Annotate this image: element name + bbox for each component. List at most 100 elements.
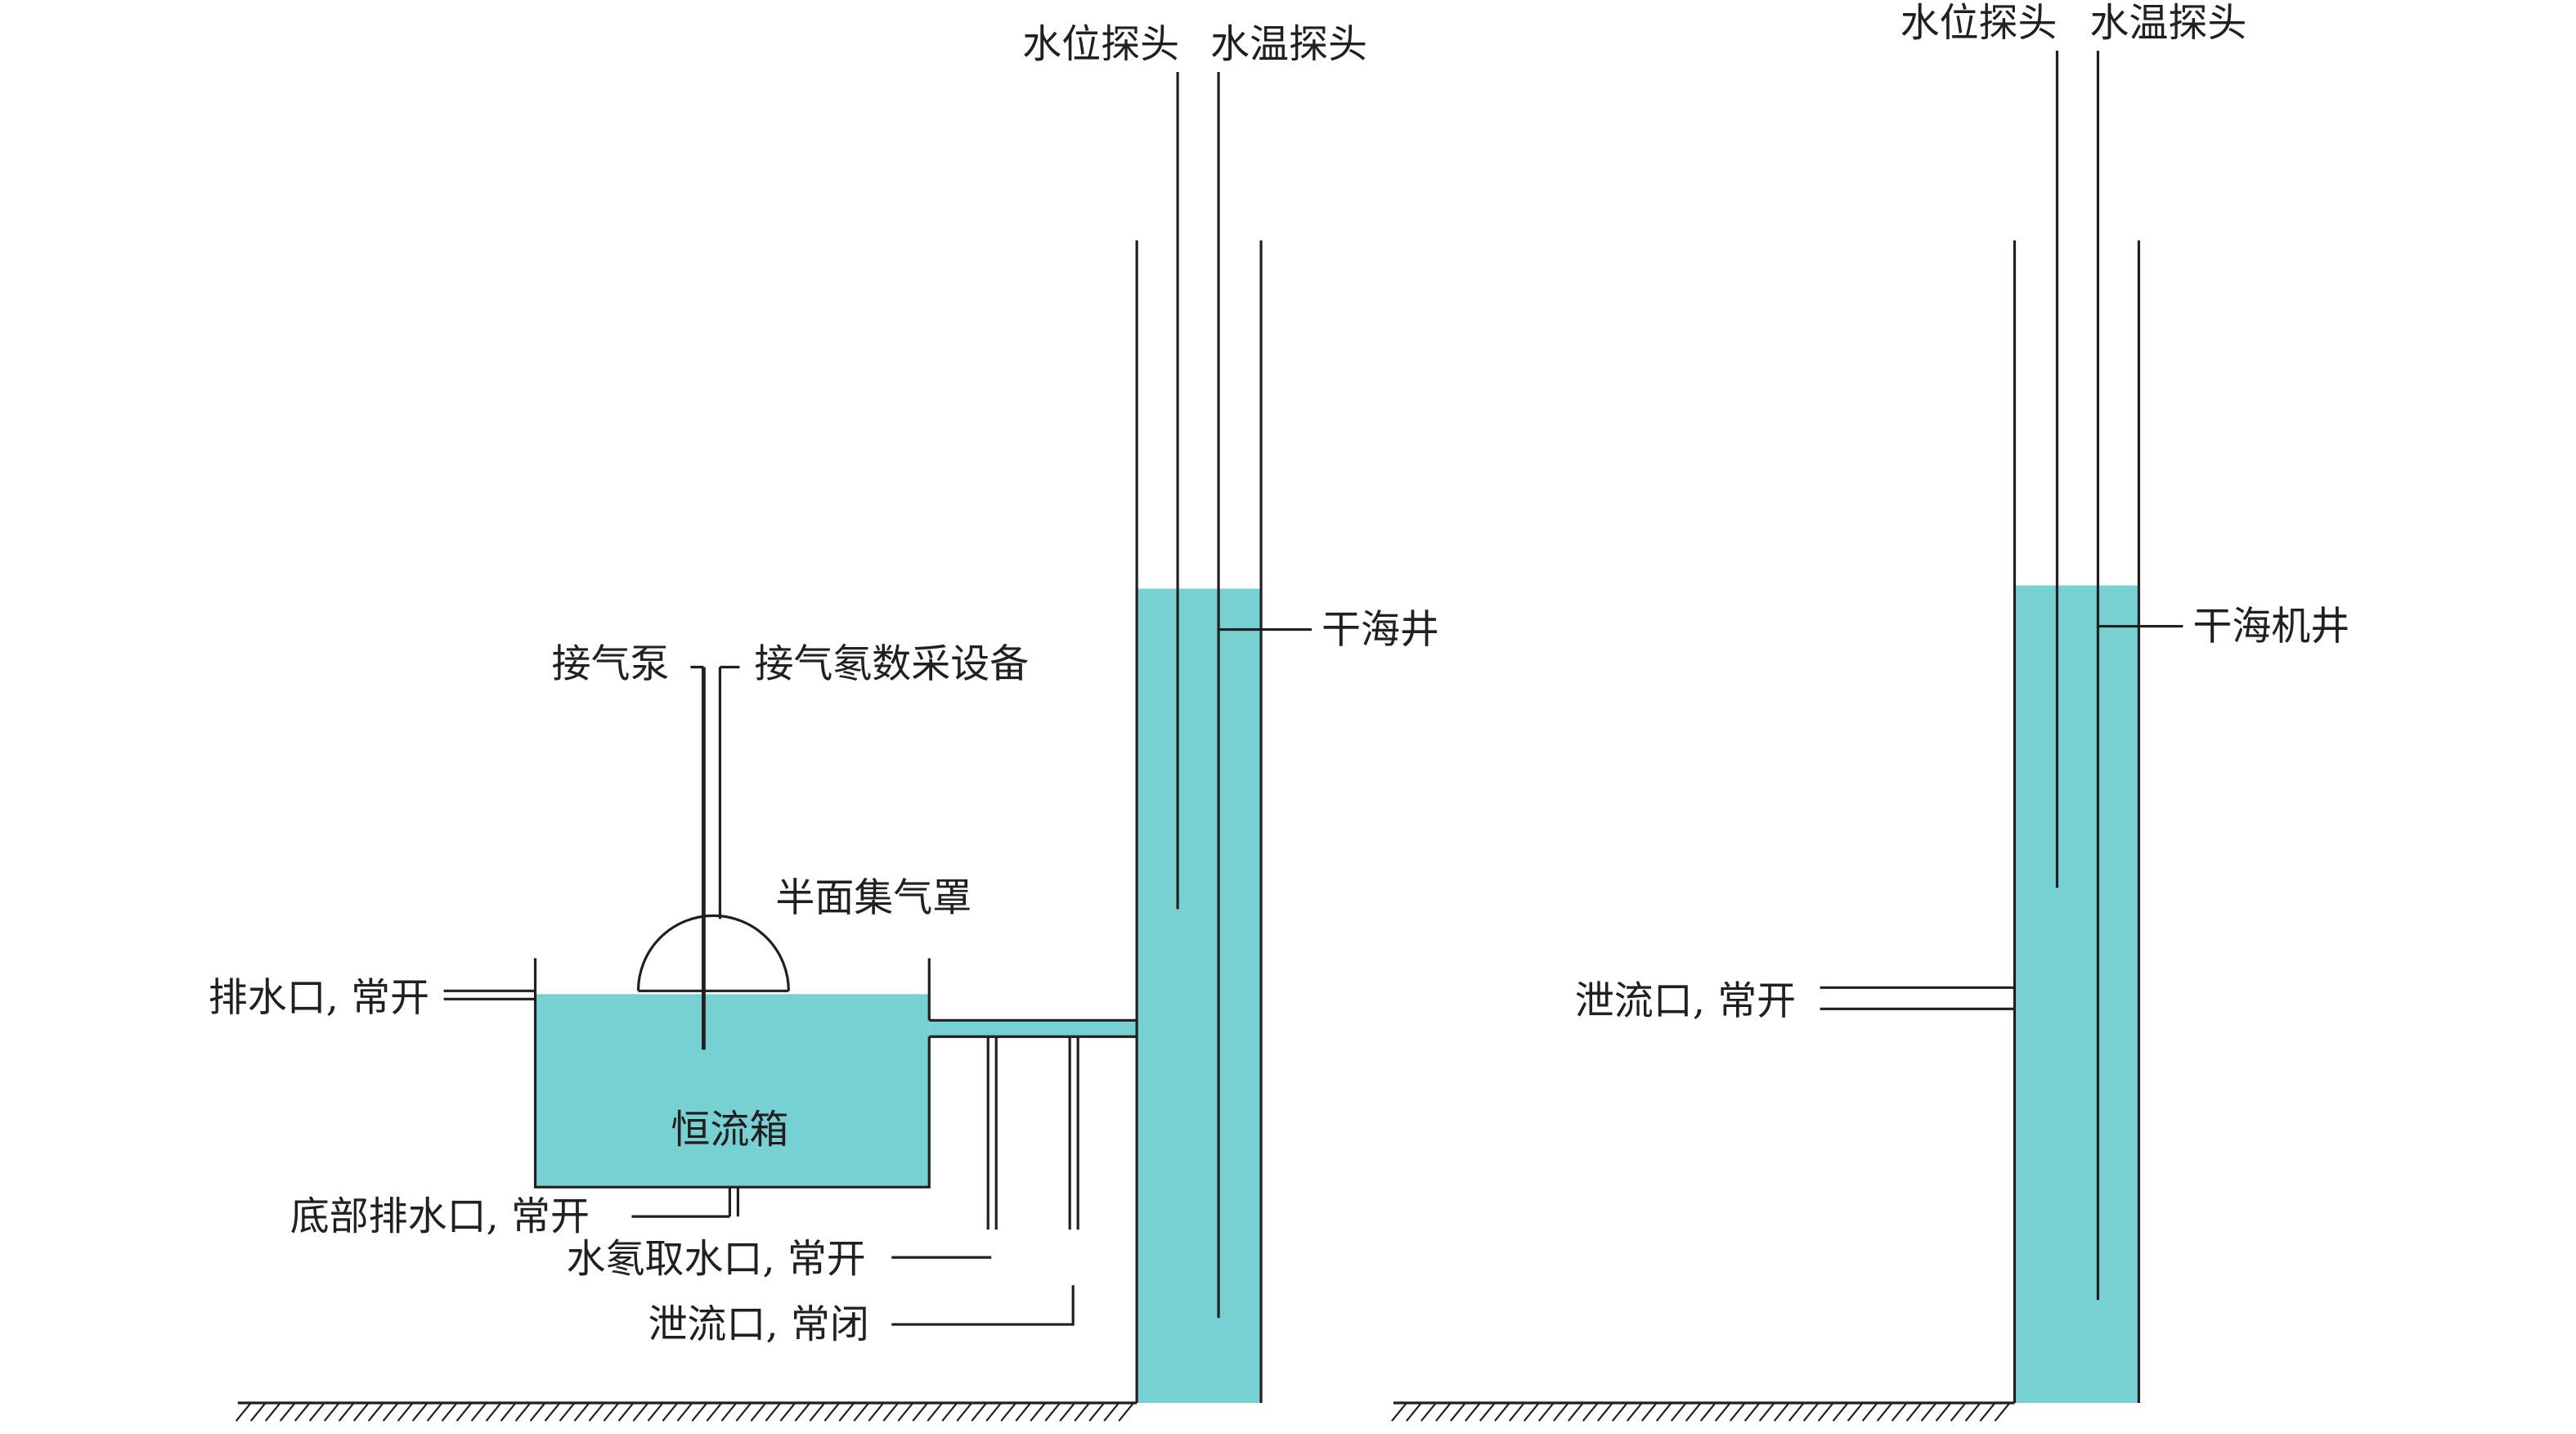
ground-hatch-stroke [235,1402,252,1422]
radon-device-label: 接气氡数采设备 [754,641,1029,687]
ground-hatch-stroke [1479,1402,1496,1422]
ground-hatch-stroke [1905,1402,1923,1422]
ground-hatch-stroke [294,1402,311,1422]
ground-hatch-stroke [1435,1402,1452,1422]
ground-hatch-stroke [1876,1402,1893,1422]
ground-hatch-stroke [1640,1402,1658,1422]
right-water-temp-probe-label: 水温探头 [2089,0,2246,46]
right-monitoring-system: 水位探头 水温探头 干海机井 泄流口, 常开 [1391,0,2349,1422]
ground-hatch-stroke [1465,1402,1481,1422]
left-monitoring-system: 水位探头 水温探头 干海井 接气泵 接气氡数采设备 半面集气罩 排水口, 常开 … [209,21,1439,1422]
ground-hatch-stroke [1406,1402,1422,1422]
overflow-closed-label: 泄流口, 常闭 [648,1301,868,1347]
ground-hatch-stroke [485,1402,502,1422]
ground-hatch-stroke [1450,1402,1466,1422]
ground-hatch-stroke [985,1402,1003,1422]
ground-hatch-stroke [1744,1402,1761,1422]
ground-hatch-stroke [1420,1402,1437,1422]
ground-hatch-stroke [1391,1402,1407,1422]
ground-hatch-stroke [794,1402,811,1422]
ground-hatch-stroke [1074,1402,1090,1422]
tank-label: 恒流箱 [671,1107,788,1153]
ground-hatch-stroke [927,1402,944,1422]
ground-hatch-stroke [1582,1402,1599,1422]
ground-hatch-stroke [1000,1402,1017,1422]
ground-hatch-stroke [1537,1402,1555,1422]
ground-hatch-stroke [603,1402,620,1422]
ground-hatch-stroke [264,1402,281,1422]
ground-hatch-stroke [323,1402,340,1422]
ground-hatch-stroke [470,1402,487,1422]
ground-hatch-stroke [1802,1402,1820,1422]
ground-hatch-stroke [956,1402,973,1422]
ground-hatch-stroke [1920,1402,1937,1422]
ground-hatch-stroke [308,1402,325,1422]
ground-hatch-stroke [588,1402,605,1422]
ground-hatch-stroke [367,1402,384,1422]
left-water-level-probe-label: 水位探头 [1022,21,1179,67]
left-well-water [1137,588,1262,1404]
connecting-pipe-water [929,1020,1138,1037]
ground-hatch-stroke [779,1402,797,1422]
ground-hatch-stroke [338,1402,355,1422]
ground-hatch-stroke [838,1402,855,1422]
ground-hatch-stroke [1030,1402,1047,1422]
gas-hood-dome [636,914,790,991]
ground-hatch-stroke [1059,1402,1075,1422]
ground-hatch-stroke [1044,1402,1061,1422]
ground-hatch-stroke [1758,1402,1775,1422]
ground-hatch-stroke [1626,1402,1643,1422]
ground-hatch-stroke [1964,1402,1981,1422]
ground-hatch-stroke [544,1402,561,1422]
ground-hatch-stroke [706,1402,723,1422]
right-water-level-probe-label: 水位探头 [1901,0,2058,46]
ground-hatch-stroke [853,1402,870,1422]
ground-hatch-stroke [632,1402,649,1422]
ground-hatch-stroke [1699,1402,1717,1422]
right-well-water [2014,585,2139,1404]
ground-hatch-stroke [1935,1402,1952,1422]
ground-hatch-stroke [514,1402,532,1422]
ground-hatch-stroke [456,1402,473,1422]
left-ground [235,1401,1138,1422]
ground-hatch-stroke [1552,1402,1569,1422]
ground-hatch-stroke [1088,1402,1105,1422]
ground-hatch-stroke [1508,1402,1525,1422]
ground-hatch-stroke [617,1402,635,1422]
ground-hatch-stroke [1611,1402,1628,1422]
left-ground-hatch [235,1402,1134,1422]
ground-hatch-stroke [279,1402,296,1422]
ground-hatch-stroke [1567,1402,1584,1422]
ground-hatch-stroke [249,1402,267,1422]
ground-hatch-stroke [912,1402,929,1422]
ground-hatch-stroke [971,1402,988,1422]
ground-hatch-stroke [1523,1402,1540,1422]
right-ground [1391,1401,2015,1422]
ground-hatch-stroke [809,1402,826,1422]
ground-hatch-stroke [1891,1402,1908,1422]
ground-hatch-stroke [882,1402,900,1422]
ground-hatch-stroke [1494,1402,1510,1422]
ground-hatch-stroke [397,1402,414,1422]
ground-hatch-stroke [941,1402,958,1422]
ground-hatch-stroke [735,1402,752,1422]
ground-hatch-stroke [559,1402,576,1422]
ground-hatch-stroke [1729,1402,1746,1422]
left-well-label: 干海井 [1322,607,1439,653]
ground-hatch-stroke [676,1402,693,1422]
overflow-closed-leader [891,1285,1075,1326]
ground-hatch-stroke [573,1402,590,1422]
ground-hatch-stroke [765,1402,782,1422]
ground-hatch-stroke [500,1402,517,1422]
ground-hatch-stroke [1847,1402,1864,1422]
ground-hatch-stroke [1994,1402,2011,1422]
gas-hood-label: 半面集气罩 [775,874,972,920]
ground-hatch-stroke [1950,1402,1967,1422]
bottom-drain-label: 底部排水口, 常开 [290,1194,590,1239]
ground-hatch-stroke [352,1402,370,1422]
ground-hatch-stroke [529,1402,546,1422]
tank-water [535,994,930,1188]
ground-hatch-stroke [1118,1402,1134,1422]
ground-hatch-stroke [720,1402,738,1422]
